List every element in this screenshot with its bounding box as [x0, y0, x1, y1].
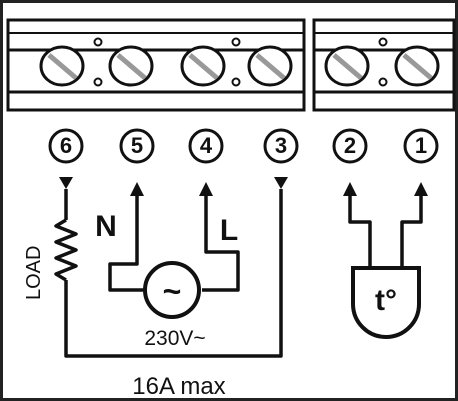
block-dots	[93, 37, 388, 87]
screw-6	[39, 45, 85, 87]
terminal-4-number: 4	[200, 133, 213, 158]
terminal-4-badge: 4	[188, 128, 224, 164]
wiring	[54, 189, 423, 358]
terminal-1-badge: 1	[403, 128, 439, 164]
arrow-up-4	[199, 182, 213, 196]
arrow-down-6	[59, 177, 73, 189]
terminal-5-number: 5	[131, 133, 143, 158]
arrow-up-2	[343, 182, 357, 196]
terminal-5-badge: 5	[119, 128, 155, 164]
terminal-3-badge: 3	[263, 128, 299, 164]
screw-4	[180, 45, 226, 87]
terminal-3-number: 3	[275, 133, 287, 158]
load-resistor	[54, 218, 78, 282]
terminal-1-number: 1	[415, 133, 427, 158]
terminal-2-number: 2	[344, 133, 356, 158]
arrow-up-5	[130, 182, 144, 196]
neutral-label: N	[95, 210, 117, 243]
screw-5	[108, 45, 154, 87]
current-label: 16A max	[132, 373, 225, 400]
ac-symbol: ~	[163, 273, 182, 309]
arrow-down-3	[274, 177, 288, 189]
arrow-up-1	[414, 182, 428, 196]
terminal-6-number: 6	[60, 133, 72, 158]
screw-2	[324, 45, 370, 87]
ac-source: ~	[143, 261, 201, 319]
terminal-6-badge: 6	[48, 128, 84, 164]
screw-3	[247, 45, 293, 87]
voltage-label: 230V~	[144, 327, 205, 350]
screw-1	[394, 45, 440, 87]
sensor-label: t°	[375, 284, 397, 317]
terminal-2-badge: 2	[332, 128, 368, 164]
temperature-sensor-icon: t°	[351, 266, 421, 339]
load-label: LOAD	[23, 246, 45, 300]
live-label: L	[220, 214, 238, 247]
